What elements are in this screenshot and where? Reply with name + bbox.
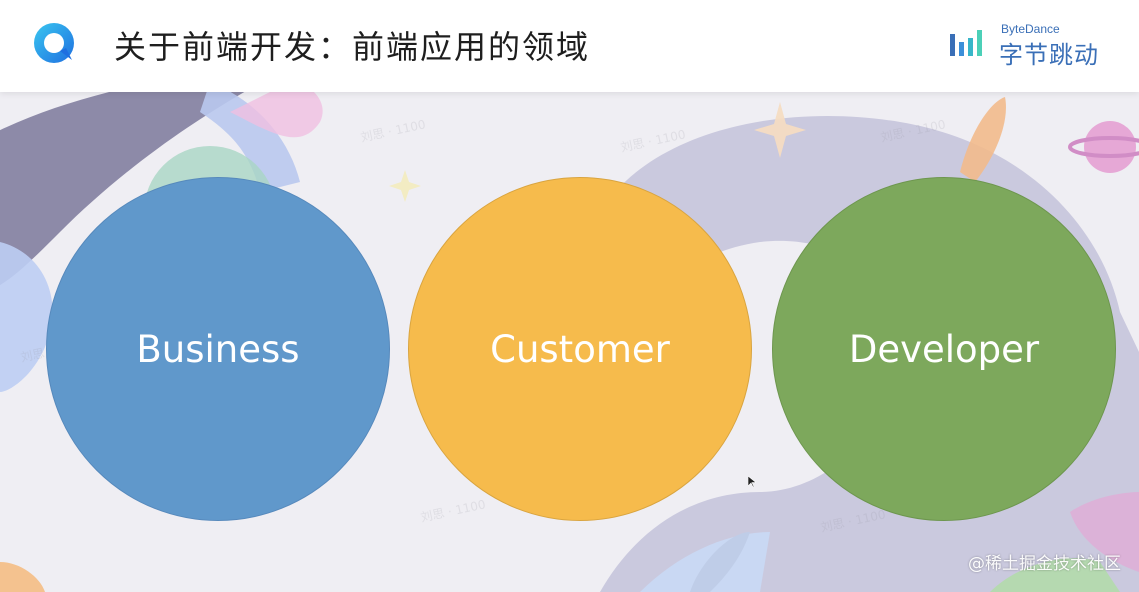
page-title: 关于前端开发：前端应用的领域 — [114, 28, 591, 66]
business-circle: Business — [46, 177, 390, 521]
customer-circle: Customer — [408, 177, 752, 521]
developer-label: Developer — [848, 327, 1040, 371]
business-label: Business — [136, 327, 300, 371]
bytedance-brand: ByteDance 字节跳动 — [949, 22, 1109, 69]
slide-body: 刘思 · 1100 刘思 · 1100 刘思 · 1100 刘思 · 1100 … — [0, 92, 1139, 592]
mouse-cursor-icon — [748, 476, 756, 488]
brand-name-cn: 字节跳动 — [999, 41, 1099, 69]
developer-circle: Developer — [772, 177, 1116, 521]
bytedance-bars-icon — [950, 30, 982, 56]
chat-bubble-logo-icon — [34, 23, 74, 63]
source-credit: @稀土掘金技术社区 — [968, 554, 1121, 574]
slide-header: 关于前端开发：前端应用的领域 ByteDance 字节跳动 — [0, 0, 1139, 92]
brand-name-en: ByteDance — [1001, 22, 1060, 36]
customer-label: Customer — [490, 327, 670, 371]
